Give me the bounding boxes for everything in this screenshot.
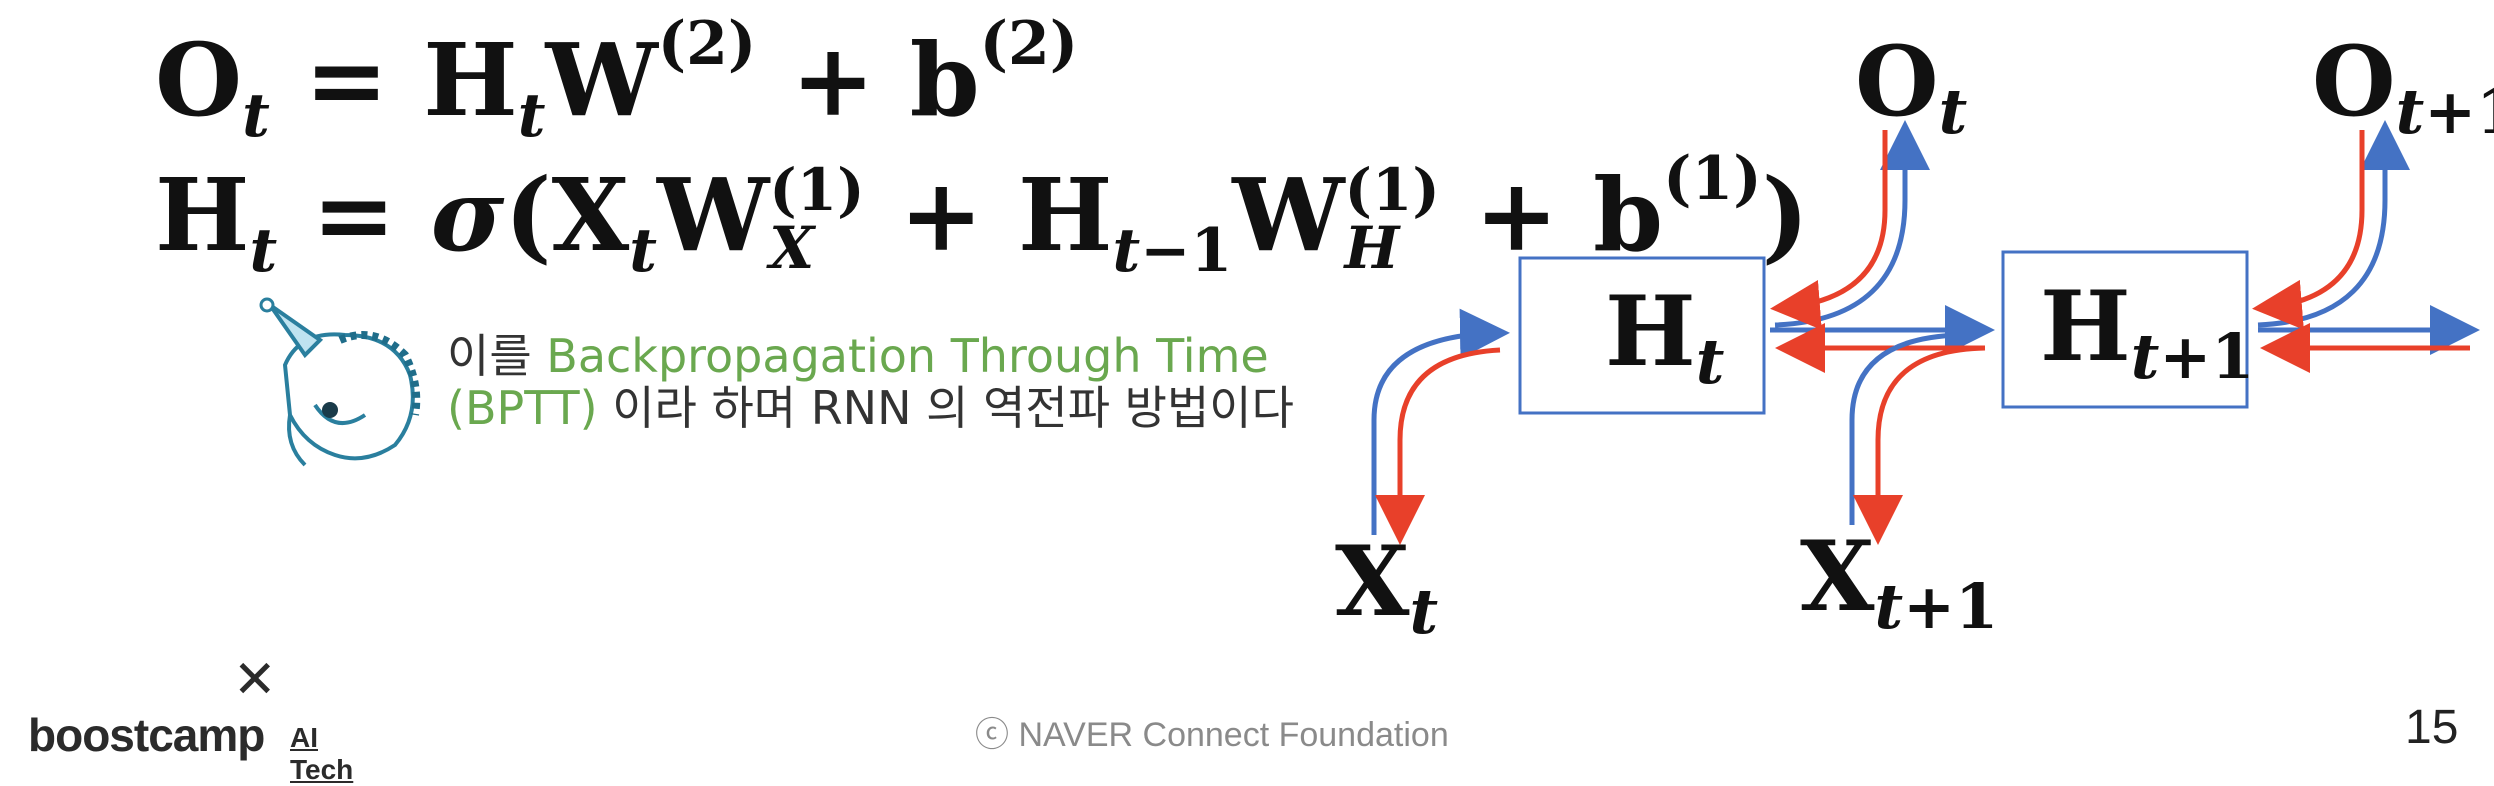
label-ot1: Ot+1 (2312, 25, 2494, 148)
logo-mark: ✕ (233, 651, 277, 709)
note-highlight-line2: (BPTT) (447, 381, 598, 435)
label-xt1: Xt+1 (1800, 520, 1998, 643)
forward-arrow-ot1 (2257, 120, 2410, 328)
forward-arrow-xt (1371, 308, 1510, 535)
unicorn-mascot-icon (259, 297, 421, 467)
output-equation: Ot = HtW(2) + b(2) (155, 9, 1079, 151)
backward-arrow-xt (1375, 347, 1501, 545)
hidden-state-equation: Ht = σ(XtW(1)X + Ht−1W(1)H + b(1)) (155, 144, 1809, 286)
page-number: 15 (2405, 701, 2459, 754)
note-suffix: 이라 하며 RNN 의 역전파 방법이다 (597, 381, 1294, 435)
backward-arrow-xt1 (1853, 345, 1986, 545)
backward-arrow-ot1 (2252, 130, 2365, 330)
logo-word: boostcamp (28, 709, 265, 761)
note-prefix: 이를 (447, 329, 547, 383)
logo-sub: AI Tech (290, 722, 354, 785)
backward-arrow-ot (1770, 130, 1888, 330)
node-box-ht1 (2001, 250, 2249, 409)
copyright-text: ⓒ NAVER Connect Foundation (975, 716, 1449, 754)
bptt-note: 이를 Backpropagation Through Time (BPTT) 이… (447, 330, 1294, 434)
node-box-ht (1518, 256, 1766, 415)
note-highlight-line1: Backpropagation Through Time (546, 329, 1269, 383)
label-ot: Ot (1855, 25, 1968, 148)
label-xt: Xt (1335, 525, 1438, 648)
forward-arrow-xt1 (1849, 332, 1961, 525)
